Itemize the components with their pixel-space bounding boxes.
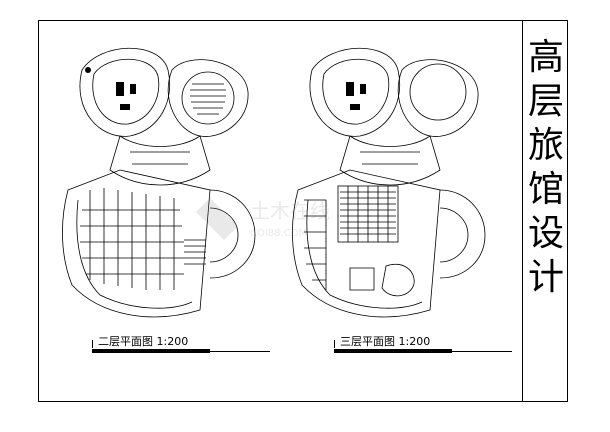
upper-wing-outline bbox=[309, 47, 401, 137]
plan-caption-third-floor: 三层平面图 1:200 bbox=[340, 335, 431, 348]
watermark-logo: 土木在线 COI88.COM bbox=[190, 188, 350, 252]
plan-caption-second-floor: 二层平面图 1:200 bbox=[98, 335, 189, 348]
lower-wing-inner-arc bbox=[306, 199, 423, 309]
second-floor-plan bbox=[62, 47, 256, 318]
upper-wing-outline bbox=[79, 47, 171, 137]
title-char: 设 bbox=[527, 213, 564, 254]
core-outline bbox=[109, 135, 211, 186]
round-hall bbox=[409, 63, 467, 121]
drawing-frame bbox=[38, 20, 568, 402]
title-char: 层 bbox=[527, 81, 564, 122]
caption-tick bbox=[334, 340, 335, 348]
core-outline bbox=[339, 135, 441, 186]
caption-underline-bold bbox=[334, 349, 452, 353]
entry-arc bbox=[439, 189, 486, 279]
title-char: 馆 bbox=[527, 169, 564, 210]
watermark-subtext: COI88.COM bbox=[250, 228, 307, 239]
upper-wing-inner bbox=[322, 58, 390, 125]
third-floor-plan bbox=[292, 47, 486, 318]
caption-tick bbox=[92, 340, 93, 348]
round-hall bbox=[181, 71, 235, 125]
upper-wing-inner bbox=[92, 58, 160, 125]
title-char: 高 bbox=[527, 37, 564, 78]
lower-wing-outline bbox=[62, 169, 211, 318]
caption-underline-thin bbox=[210, 351, 270, 352]
round-hall-outline bbox=[167, 59, 249, 137]
lower-wing-inner-arc bbox=[76, 199, 193, 309]
title-char: 计 bbox=[527, 257, 564, 298]
round-hall-outline bbox=[397, 59, 479, 137]
caption-underline-thin bbox=[452, 351, 512, 352]
caption-underline-bold bbox=[92, 349, 210, 353]
watermark-text: 土木在线 bbox=[250, 199, 330, 223]
entry-arc bbox=[209, 189, 256, 279]
title-strip: 高 层 旅 馆 设 计 bbox=[522, 20, 568, 402]
title-char: 旅 bbox=[527, 125, 564, 166]
lower-wing-outline bbox=[292, 169, 441, 318]
